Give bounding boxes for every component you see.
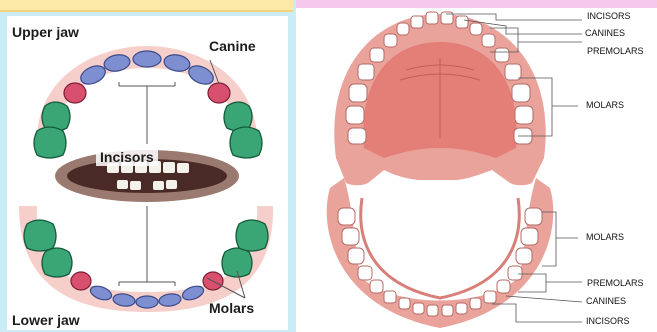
adult-teeth-diagram: INCISORS CANINES PREMOLARS MOLARS MOLARS… bbox=[296, 8, 657, 332]
incisors-label: Incisors bbox=[96, 148, 158, 166]
top-banner-left bbox=[0, 0, 293, 12]
upper-incisors-label: INCISORS bbox=[587, 11, 631, 21]
upper-jaw-label: Upper jaw bbox=[12, 24, 79, 40]
lower-molars bbox=[24, 220, 268, 277]
child-teeth-diagram: Upper jaw Canine Incisors Molars Lower j… bbox=[7, 16, 288, 330]
lower-teeth bbox=[338, 208, 542, 316]
upper-premolars-label: PREMOLARS bbox=[587, 46, 644, 56]
lower-incisors-label: INCISORS bbox=[586, 316, 630, 326]
lower-jaw-label: Lower jaw bbox=[12, 312, 80, 328]
upper-molars-label: MOLARS bbox=[586, 100, 624, 110]
lower-molars-label: MOLARS bbox=[586, 232, 624, 242]
canine-label: Canine bbox=[209, 38, 256, 54]
upper-canines-label: CANINES bbox=[585, 28, 625, 38]
lower-canines-label: CANINES bbox=[586, 296, 626, 306]
lower-premolars-label: PREMOLARS bbox=[587, 278, 644, 288]
molars-label: Molars bbox=[209, 300, 254, 316]
child-teeth-illustration bbox=[7, 16, 288, 330]
